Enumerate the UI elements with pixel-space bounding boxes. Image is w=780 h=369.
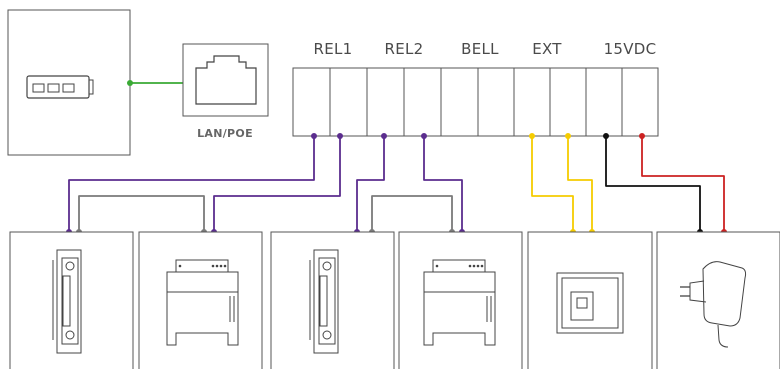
din-rail-module-icon (166, 259, 239, 346)
din-rail-module-icon (423, 259, 496, 346)
terminal-label-ext: EXT (532, 40, 562, 58)
power-adapter-icon (680, 261, 747, 348)
device-box-4 (398, 231, 523, 369)
device-box-1 (9, 231, 134, 369)
device-box-6 (656, 231, 780, 369)
exit-button-icon (556, 272, 624, 334)
door-strike-icon (52, 249, 82, 354)
terminal-label-15vdc: 15VDC (604, 40, 657, 58)
door-strike-icon (309, 249, 339, 354)
device-box-3 (270, 231, 395, 369)
lan-poe-label: LAN/POE (197, 127, 253, 140)
lan-port: LAN/POE (182, 43, 269, 140)
terminal-label-rel1: REL1 (313, 40, 352, 58)
device-box-5 (527, 231, 653, 369)
device-box-2 (138, 231, 263, 369)
terminal-block (292, 67, 659, 137)
terminal-label-rel2: REL2 (384, 40, 423, 58)
ext-wires (529, 133, 595, 235)
rj45-port-icon (195, 55, 257, 105)
power-wires (603, 133, 727, 235)
terminal-label-bell: BELL (461, 40, 499, 58)
network-switch (7, 9, 131, 156)
rel2-wires (354, 133, 465, 235)
switch-icon (26, 75, 94, 99)
